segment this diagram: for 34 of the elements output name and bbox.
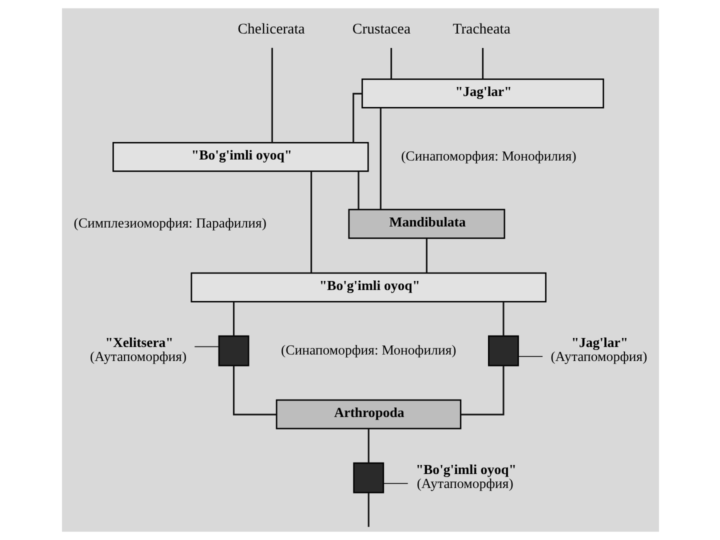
node-box: Mandibulata <box>348 208 505 239</box>
connector <box>367 492 369 527</box>
node-text: Chelicerata <box>237 21 304 38</box>
connector <box>390 48 392 79</box>
connector <box>232 366 276 416</box>
connector <box>502 302 504 336</box>
node-box <box>352 462 384 494</box>
node-text: Crustacea <box>352 21 410 38</box>
node-label: (Синапоморфия: Монофилия) <box>400 148 576 164</box>
connector <box>357 171 359 210</box>
connector <box>310 171 312 273</box>
connector <box>270 48 272 143</box>
node-label: (Синапоморфия: Монофилия) <box>280 342 456 358</box>
node-box <box>218 335 249 366</box>
connector <box>352 92 362 143</box>
connector <box>518 356 543 357</box>
node-text: "Xelitsera" (Аутапоморфия) <box>90 335 186 364</box>
connector <box>425 238 427 273</box>
node-text: Tracheata <box>452 21 510 38</box>
connector <box>194 346 219 348</box>
node-box: "Jag'lar" <box>361 78 604 108</box>
connector <box>379 108 381 210</box>
node-box <box>488 335 518 366</box>
connector <box>367 428 369 464</box>
connector <box>482 48 484 79</box>
node-box: "Bo'g'imli oyoq" <box>190 272 546 302</box>
node-text: "Bo'g'imli oyoq" (Аутапоморфия) <box>415 462 516 491</box>
connector <box>232 302 234 336</box>
node-text: "Jag'lar" (Аутапоморфия) <box>550 335 647 364</box>
node-box: Arthropoda <box>275 399 461 430</box>
node-box: "Bo'g'imli oyoq" <box>112 142 368 172</box>
connector <box>460 366 504 416</box>
connector <box>382 483 408 484</box>
node-label: (Симплезиоморфия: Парафилия) <box>73 216 266 231</box>
